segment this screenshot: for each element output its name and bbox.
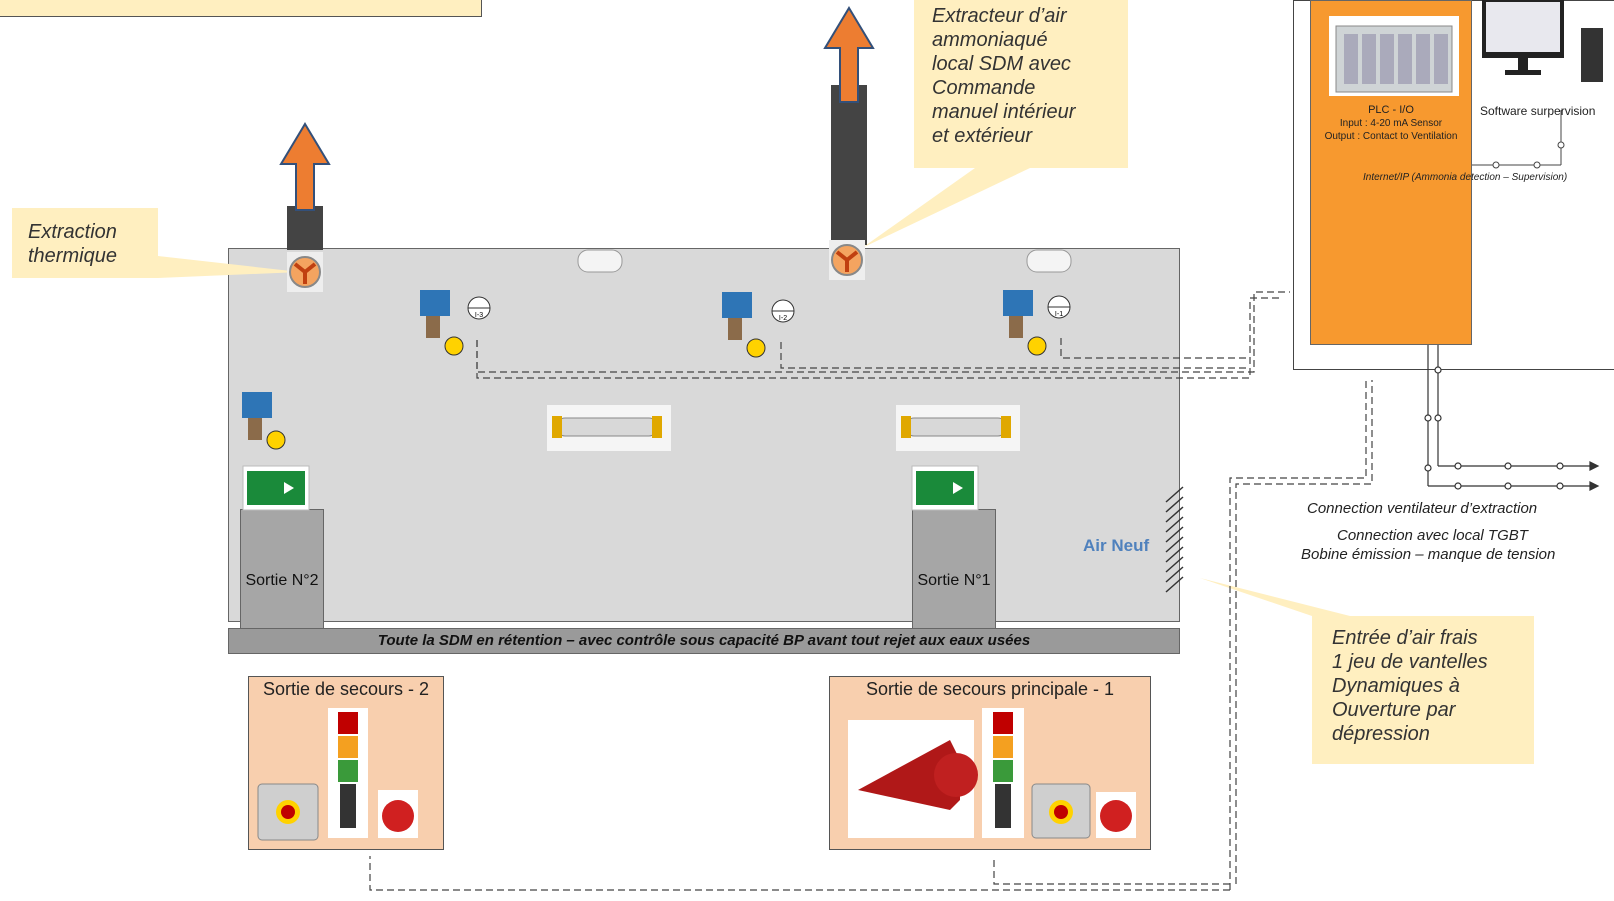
connection-line-2: Connection avec local TGBT	[1337, 527, 1528, 544]
sensor-tag-i2: I-2	[771, 299, 795, 323]
exit-door-2: Sortie N°2	[240, 509, 324, 629]
fan-left-icon	[287, 252, 323, 292]
air-intake-louvre-icon	[1165, 486, 1184, 593]
gas-detector-wall-icon	[242, 392, 286, 450]
connection-line-3: Bobine émission – manque de tension	[1301, 546, 1556, 563]
callout-entree-air: Entrée d’air frais 1 jeu de vantelles Dy…	[1312, 616, 1534, 764]
emergency-button-1-icon	[1031, 783, 1091, 839]
ceiling-detector-2-icon	[1026, 249, 1072, 273]
exit-sign-2-icon	[242, 465, 310, 511]
retention-base: Toute la SDM en rétention – avec contrôl…	[228, 628, 1180, 654]
chimney-right	[831, 85, 867, 245]
gas-detector-i2-icon	[722, 292, 766, 358]
signal-tower-1-icon	[982, 708, 1024, 838]
plc-title: PLC - I/O	[1368, 104, 1414, 116]
sensor-tag-i1: I-1	[1047, 295, 1071, 319]
exhaust-arrow-left-icon	[279, 122, 331, 211]
exit-box-1-title: Sortie de secours principale - 1	[865, 679, 1115, 699]
exhaust-arrow-right-icon	[823, 6, 875, 103]
plc-input: Input : 4-20 mA Sensor	[1339, 118, 1443, 129]
sensor-tag-i3: I-3	[467, 296, 491, 320]
callout-extraction-thermique: Extraction thermique	[12, 208, 158, 278]
chimney-left	[287, 206, 323, 250]
monitor-icon	[1482, 0, 1564, 75]
output-connections	[1424, 345, 1600, 491]
sensor-tag-i3-text: I-3	[475, 312, 483, 319]
exit-sign-1-icon	[911, 465, 979, 511]
siren-horn-icon	[848, 720, 978, 838]
air-neuf-label: Air Neuf	[1083, 536, 1150, 555]
plc-output: Output : Contact to Ventilation	[1324, 131, 1458, 142]
callout-pointer-extraction	[158, 256, 300, 278]
network-label: Internet/IP (Ammonia detection – Supervi…	[1363, 172, 1568, 183]
light-fixture-1-icon	[547, 405, 671, 451]
sensor-tag-i2-text: I-2	[779, 315, 787, 322]
gas-detector-i1-icon	[1003, 290, 1047, 356]
connection-line-1: Connection ventilateur d’extraction	[1307, 500, 1538, 517]
callout-pointer-entree-air	[1200, 578, 1350, 616]
emergency-button-2-icon	[257, 783, 319, 841]
plc-rack-icon	[1329, 16, 1459, 96]
fan-right-icon	[829, 240, 865, 280]
signal-tower-2-icon	[328, 708, 368, 838]
beacon-1-icon	[1096, 792, 1136, 838]
callout-extracteur-air: Extracteur d’air ammoniaqué local SDM av…	[914, 0, 1128, 168]
light-fixture-2-icon	[896, 405, 1020, 451]
network-connection	[1472, 110, 1565, 169]
gas-detector-i3-icon	[420, 290, 464, 356]
software-label: Software surpervision	[1480, 104, 1596, 118]
callout-pointer-extracteur	[862, 168, 1030, 248]
top-left-box	[0, 0, 482, 17]
beacon-2-icon	[378, 790, 418, 838]
pc-tower-icon	[1581, 28, 1603, 82]
cable-run	[369, 291, 1373, 891]
door-2-label: Sortie N°2	[245, 572, 319, 589]
exit-box-2-title: Sortie de secours - 2	[262, 679, 430, 699]
sensor-tag-i1-text: I-1	[1055, 311, 1063, 318]
door-1-label: Sortie N°1	[917, 572, 991, 589]
ceiling-detector-1-icon	[577, 249, 623, 273]
